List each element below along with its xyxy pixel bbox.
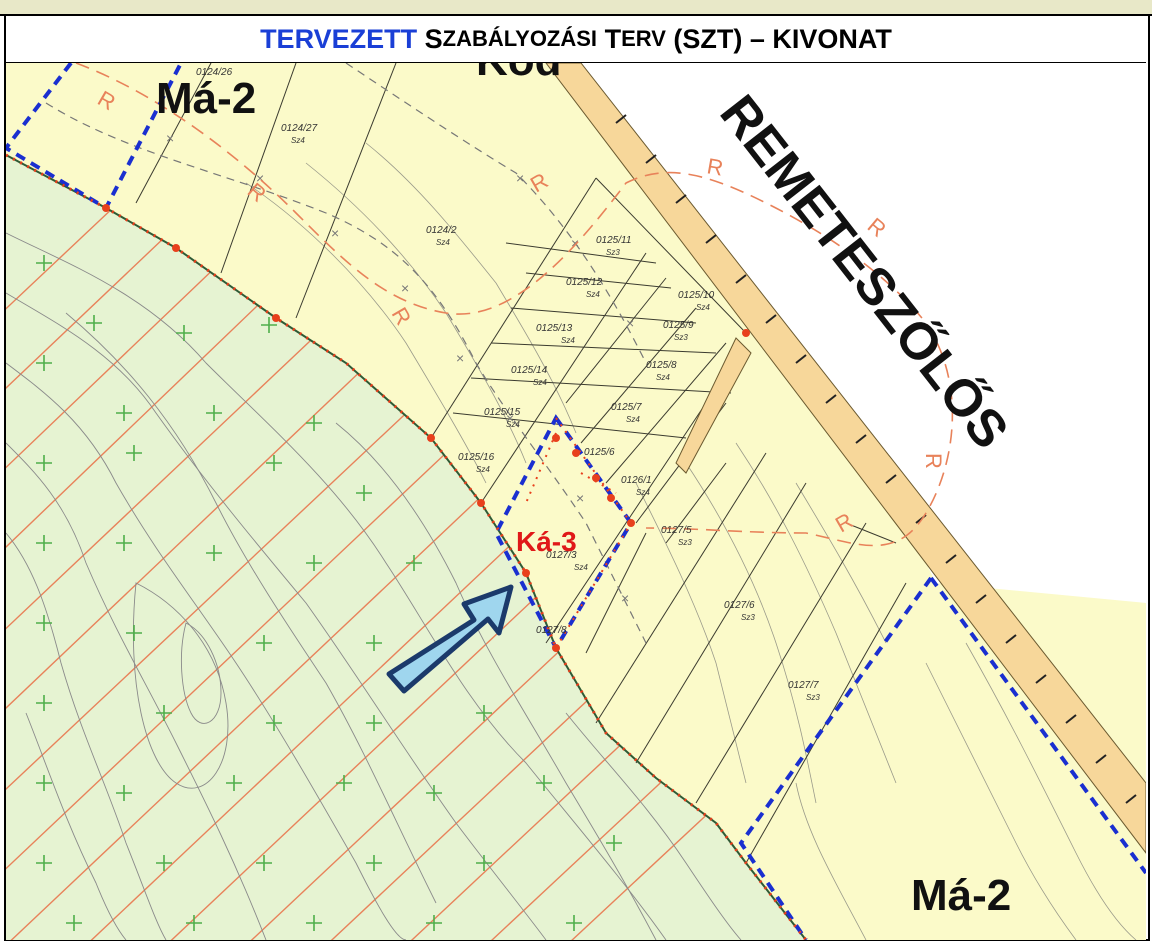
parcel-0125-12: 0125/12 [566, 277, 603, 288]
parcel-0125-15: 0125/15 [484, 407, 521, 418]
svg-text:R: R [705, 153, 725, 180]
r-markers: R R R R R R R R [94, 86, 947, 538]
parcel-0125-13: 0125/13 [536, 323, 573, 334]
title-suffix: (SZT) – KIVONAT [673, 23, 892, 54]
open-area [566, 63, 1146, 603]
parcel-0125-7-code: Sz4 [626, 415, 640, 424]
parcel-0127-7-code: Sz3 [806, 693, 820, 702]
planned-line-red [75, 63, 954, 547]
parcel-0127-5-code: Sz3 [678, 538, 692, 547]
forest-boundary [6, 154, 807, 940]
svg-text:×: × [331, 225, 339, 241]
parcel-0125-14-code: Sz4 [533, 378, 547, 387]
parcel-0127-3: 0127/3 [546, 550, 577, 561]
svg-text:×: × [456, 350, 464, 366]
parcel-0126-1: 0126/1 [621, 475, 652, 486]
parcel-0125-10: 0125/10 [678, 290, 715, 301]
parcel-0124-2-code: Sz4 [436, 238, 450, 247]
planned-line-gray-2 [345, 63, 647, 364]
zone-label-ma2-top: Má-2 [156, 74, 256, 123]
svg-text:×: × [401, 280, 409, 296]
svg-text:×: × [516, 170, 524, 186]
parcel-labels: 0124/26 0124/27 Sz4 0124/2 Sz4 0125/11 S… [196, 67, 820, 702]
parcel-0125-10-code: Sz4 [696, 303, 710, 312]
parcel-0127-3-code: Sz4 [574, 563, 588, 572]
road-band [545, 63, 1146, 854]
forest-contours [6, 232, 742, 940]
forest-symbols [36, 255, 622, 931]
parcel-0125-8-code: Sz4 [656, 373, 670, 382]
parcel-0125-11: 0125/11 [596, 235, 631, 246]
parcel-0127-7: 0127/7 [788, 680, 819, 691]
title-highlight: TERVEZETT [260, 23, 418, 54]
parcel-0125-14: 0125/14 [511, 365, 548, 376]
svg-text:×: × [166, 130, 174, 146]
parcel-0125-9: 0125/9 [663, 320, 694, 331]
title-t-cap: T [604, 23, 622, 54]
parcel-0125-8: 0125/8 [646, 360, 677, 371]
road-spur [675, 337, 752, 474]
parcel-0125-16: 0125/16 [458, 452, 495, 463]
svg-text:R: R [921, 453, 946, 469]
title-t-rest: ERV [621, 26, 666, 51]
x-markers: × × × × × × × × × × × [166, 130, 634, 606]
parcel-0127-5: 0127/5 [661, 525, 692, 536]
road-edge-ticks [615, 114, 1137, 804]
parcel-0126-1-code: Sz4 [636, 488, 650, 497]
parcel-0125-16-code: Sz4 [476, 465, 490, 474]
road-label-top: Köd [476, 63, 562, 85]
field-contours [245, 142, 1137, 940]
svg-text:×: × [626, 315, 634, 331]
zone-label-ka3: Ká-3 [516, 526, 577, 557]
svg-text:×: × [621, 590, 629, 606]
svg-text:×: × [256, 170, 264, 186]
regulation-line [6, 153, 808, 940]
parcel-0125-12-code: Sz4 [586, 290, 600, 299]
parcel-0124-27-code: Sz4 [291, 136, 305, 145]
parcel-0127-8: 0127/8 [536, 625, 567, 636]
parcel-0125-9-code: Sz3 [674, 333, 688, 342]
parcel-0125-13-code: Sz4 [561, 336, 575, 345]
parcel-0125-11-code: Sz3 [606, 248, 620, 257]
parcel-0124-2: 0124/2 [426, 225, 457, 236]
parcel-0127-6: 0127/6 [724, 600, 755, 611]
svg-text:×: × [506, 410, 514, 426]
parcel-0125-15-code: Sz4 [506, 420, 520, 429]
parcel-0125-7: 0125/7 [611, 402, 642, 413]
svg-text:×: × [576, 490, 584, 506]
forest-area [6, 155, 806, 940]
title-s-rest: ZABÁLYOZÁSI [442, 26, 598, 51]
svg-text:×: × [571, 235, 579, 251]
parcel-0124-27: 0124/27 [281, 123, 318, 134]
map-view[interactable]: × × × × × × × × × × × R R R R R R R R 0124/26 [6, 63, 1146, 940]
parcel-0127-6-code: Sz3 [741, 613, 755, 622]
planned-line-gray [45, 102, 647, 644]
parcel-0124-26: 0124/26 [196, 67, 233, 78]
map-canvas[interactable]: × × × × × × × × × × × R R R R R R R R 0124/26 [6, 63, 1146, 940]
parcel-0125-6: 0125/6 [584, 447, 615, 458]
pointer-arrow-icon [386, 584, 514, 694]
title-s-cap: S [424, 23, 443, 54]
zone-label-ma2-bottom: Má-2 [911, 871, 1011, 920]
